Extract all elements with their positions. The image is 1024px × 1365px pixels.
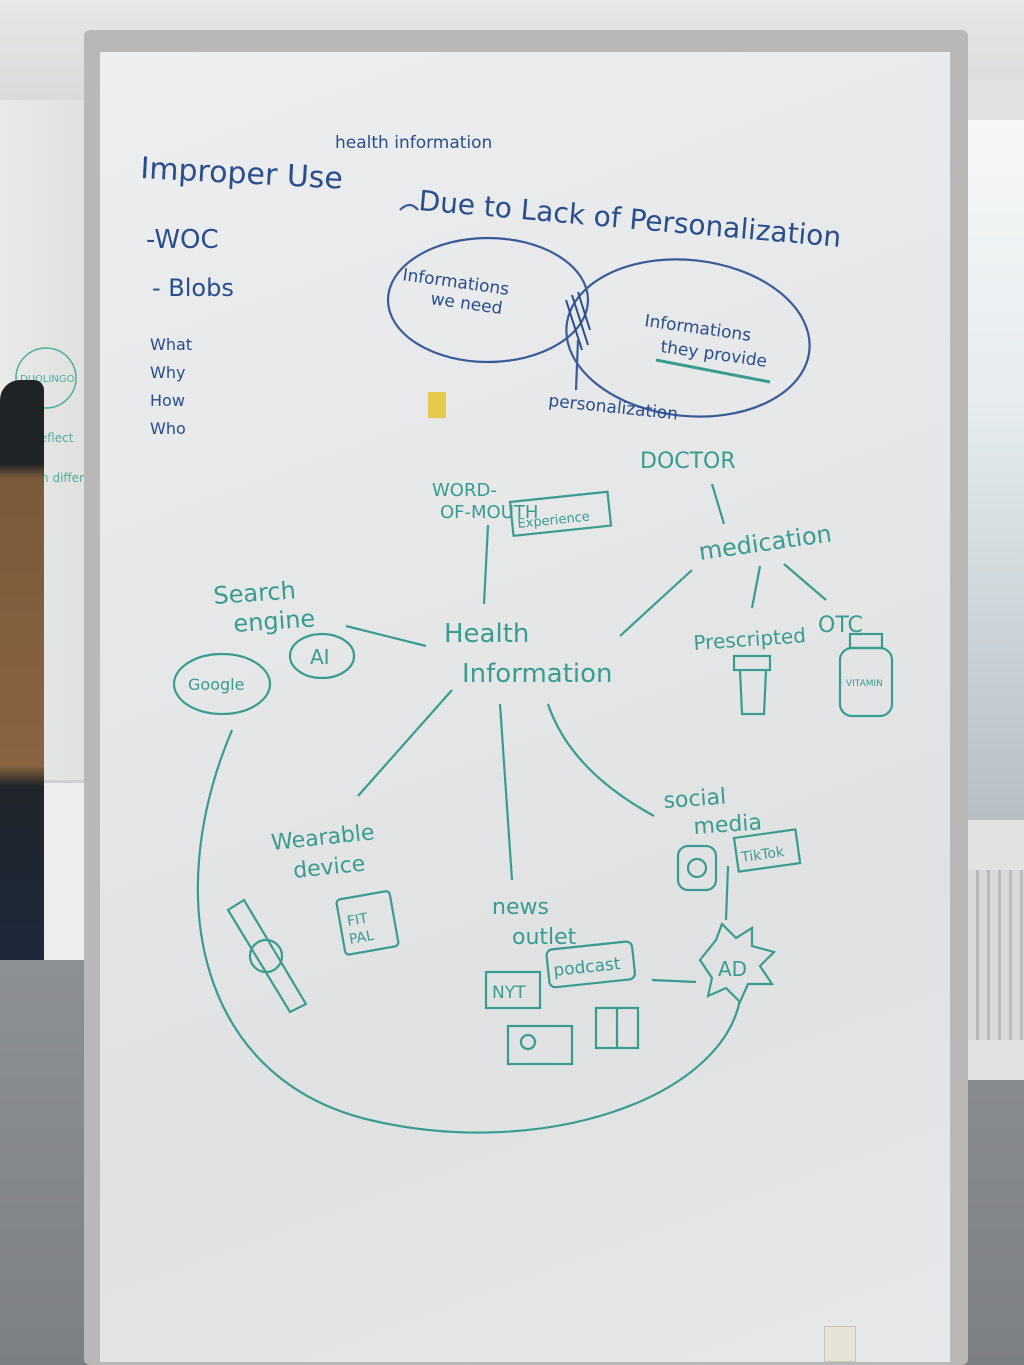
ai-label: AI: [310, 645, 330, 669]
venn-pointer: [574, 339, 580, 391]
prescripted-label: Prescripted: [693, 623, 807, 655]
fitpal-line1: FIT: [346, 911, 370, 930]
video-icon: [506, 1024, 574, 1066]
question-who: Who: [150, 419, 186, 438]
background-label-duolingo: DUOLINGO: [20, 374, 75, 385]
venn-left-circle: [386, 236, 590, 364]
bullet-woc: -WOC: [146, 225, 219, 255]
word-of-mouth-line2: OF-MOUTH: [440, 502, 538, 523]
title-part2: Due to Lack of Personalization: [417, 184, 842, 254]
nyt-label: NYT: [492, 983, 526, 1003]
question-why: Why: [150, 363, 185, 382]
podcast-box: [545, 940, 637, 989]
venn-right-circle: [565, 258, 811, 418]
experience-box: [508, 490, 613, 538]
google-bubble: [172, 652, 272, 716]
wearable-line2: device: [292, 852, 366, 884]
news-line2: outlet: [512, 925, 577, 950]
sticky-note: [428, 392, 446, 418]
vitamin-bottle-icon: VITAMIN: [838, 632, 894, 718]
instagram-icon: [676, 844, 718, 892]
bullet-blobs: - Blobs: [152, 274, 234, 302]
ad-label: AD: [718, 957, 747, 981]
word-of-mouth-line1: WORD-: [432, 480, 497, 501]
news-line1: news: [492, 895, 549, 920]
smartwatch-icon: [226, 898, 308, 1014]
fitpal-line2: PAL: [348, 928, 376, 948]
question-how: How: [150, 391, 185, 410]
nyt-box: [484, 970, 542, 1010]
venn-overlap-hatch: [565, 291, 591, 351]
venn-underline: [655, 358, 771, 384]
radiator: [968, 870, 1024, 1040]
search-engine-line2: engine: [232, 604, 316, 638]
title-part1: Improper Use: [140, 151, 344, 197]
question-what: What: [150, 335, 192, 354]
tiktok-box: [732, 828, 802, 873]
whiteboard: [100, 52, 950, 1362]
center-node-line1: Health: [444, 619, 529, 649]
title-annotation: health information: [335, 133, 492, 153]
ai-bubble: [288, 632, 356, 680]
pill-bottle-icon: [732, 654, 772, 716]
vitamin-label: VITAMIN: [846, 679, 883, 689]
wearable-line1: Wearable: [270, 820, 376, 856]
book-icon: [594, 1006, 640, 1050]
caret-mark: [399, 203, 419, 211]
center-node-line2: Information: [462, 659, 613, 689]
ad-burst-icon: [698, 922, 777, 1004]
google-label: Google: [188, 675, 244, 694]
board-clip: [824, 1326, 856, 1362]
mindmap-connectors: [196, 483, 827, 1134]
search-engine-line1: Search: [212, 576, 296, 610]
medication-label: medication: [697, 520, 834, 566]
social-line1: social: [663, 785, 727, 814]
fitpal-box: [335, 890, 400, 956]
podcast-label: podcast: [552, 954, 621, 981]
venn-right-line1: Informations: [643, 311, 752, 346]
tiktok-label: TikTok: [739, 844, 786, 866]
doctor-label: DOCTOR: [640, 449, 736, 474]
venn-right-line2: they provide: [659, 337, 768, 372]
